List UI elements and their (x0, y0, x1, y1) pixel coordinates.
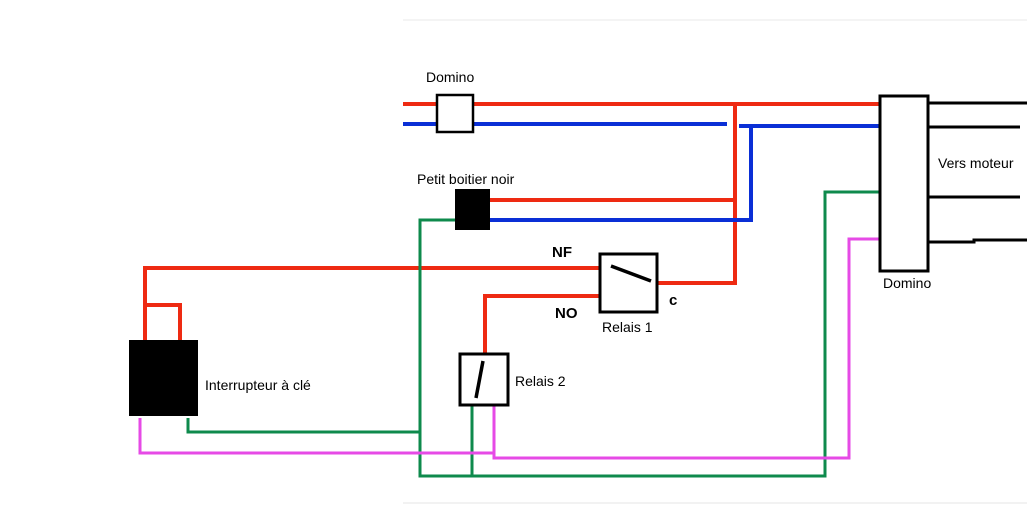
red-wire-box (490, 104, 737, 202)
green-wire-box (418, 190, 880, 478)
nf-label: NF (552, 244, 572, 261)
red-wires (143, 102, 880, 355)
domino-top-label: Domino (426, 69, 474, 85)
relais1-block (598, 252, 659, 314)
c-label: c (669, 292, 677, 309)
relais2-switch-contact (474, 360, 485, 399)
magenta-wire-switch (138, 418, 494, 455)
magenta-wire-relay2 (492, 237, 880, 460)
red-wire-switch-loop (145, 303, 182, 340)
motor-wire-4 (928, 238, 1027, 244)
green-wire-switch (186, 418, 420, 434)
interrupteur-block (129, 340, 198, 416)
blue-wire-box (490, 126, 753, 222)
magenta-wires (138, 237, 880, 460)
domino-top-block (435, 93, 475, 134)
green-wires (186, 190, 880, 478)
red-wire-nf (143, 266, 600, 340)
vers-moteur-label: Vers moteur (938, 155, 1014, 171)
interrupteur-label: Interrupteur à clé (205, 377, 311, 393)
petit-boitier-block (455, 189, 490, 230)
relais2-label: Relais 2 (515, 373, 566, 389)
relais1-switch-contact (610, 264, 652, 283)
domino-right-label: Domino (883, 275, 931, 291)
relais1-label: Relais 1 (602, 319, 653, 335)
red-wire-no (483, 294, 600, 355)
petit-boitier-label: Petit boitier noir (417, 171, 515, 187)
motor-wires (928, 101, 1027, 244)
red-wire-relay1-c (655, 200, 737, 285)
no-label: NO (555, 305, 578, 322)
domino-right-block (878, 94, 930, 273)
